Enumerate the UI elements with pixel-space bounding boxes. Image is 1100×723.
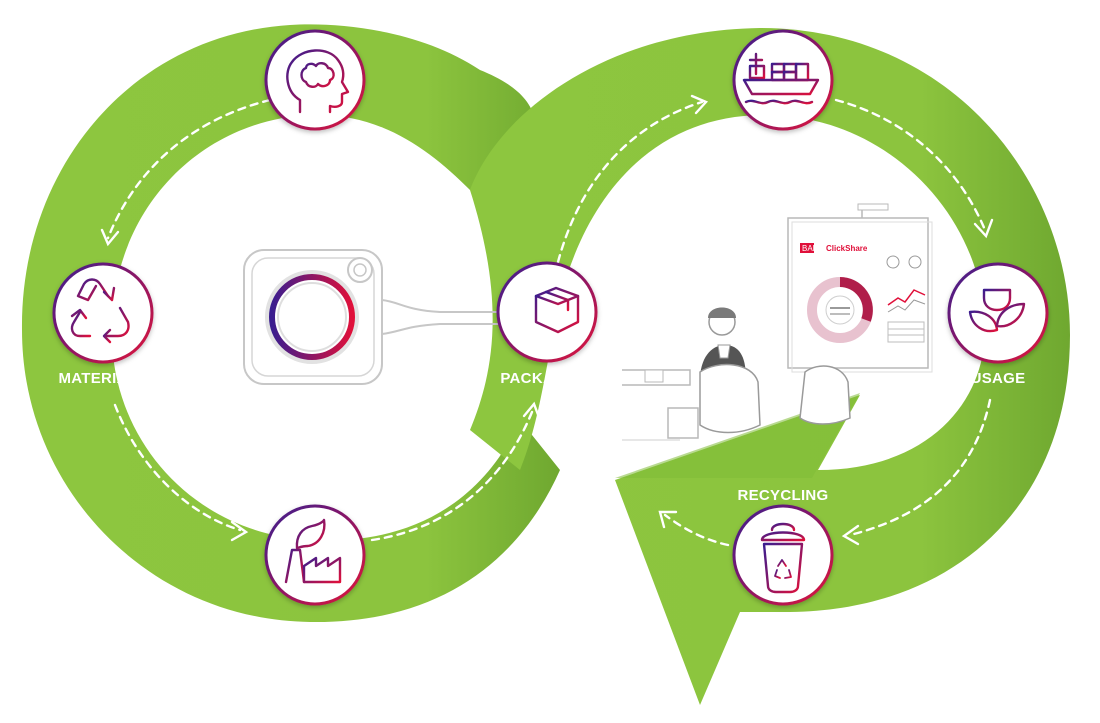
recycle-bin-icon <box>760 522 806 594</box>
clickshare-button-icon <box>243 249 505 385</box>
stage-packaging[interactable]: PACKAGING <box>496 261 598 387</box>
stage-materials[interactable]: MATERIALS <box>52 262 154 387</box>
plug-leaf-icon <box>968 278 1026 342</box>
stage-label-production: PRODUCTION <box>264 489 368 506</box>
stage-label-transportation: TRANSPORTATION <box>712 139 854 156</box>
flow-arrows <box>100 94 994 547</box>
recycle-arrows-icon <box>70 278 130 344</box>
stage-label-usage: USAGE <box>971 370 1026 387</box>
brain-head-icon <box>286 49 350 114</box>
cargo-ship-icon <box>742 52 820 105</box>
brand-badge: BARCO <box>802 244 830 253</box>
stage-label-recycling: RECYCLING <box>737 487 828 504</box>
stage-production[interactable]: PRODUCTION <box>264 489 368 606</box>
stage-usage[interactable]: USAGE <box>947 262 1049 387</box>
stage-recycling[interactable]: RECYCLING <box>732 487 834 606</box>
stage-label-packaging: PACKAGING <box>500 370 593 387</box>
moving-box-icon <box>510 286 580 334</box>
meeting-room-illustration: BARCO ClickShare <box>622 203 933 441</box>
stage-label-design: DESIGN <box>285 138 344 155</box>
stage-transportation[interactable]: TRANSPORTATION <box>712 29 854 156</box>
screen-app-label: ClickShare <box>826 244 868 253</box>
factory-leaf-icon <box>280 518 348 584</box>
stage-label-materials: MATERIALS <box>58 370 147 387</box>
stage-design[interactable]: DESIGN <box>264 29 366 155</box>
